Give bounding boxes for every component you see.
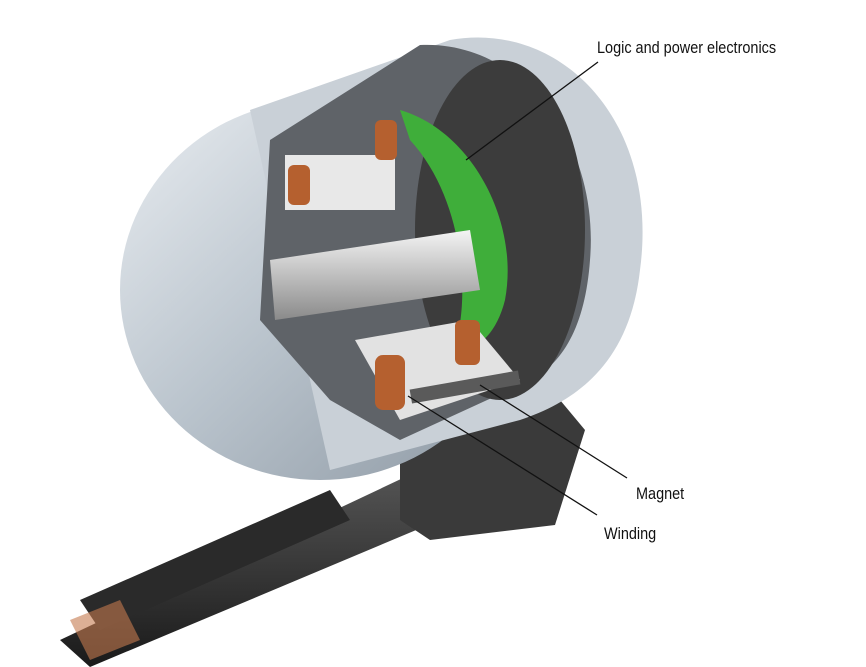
label-winding: Winding (604, 524, 657, 543)
winding-leader-line (407, 395, 598, 516)
shaft (270, 230, 480, 320)
label-logic-power-electronics: Logic and power electronics (597, 38, 777, 57)
pcb-electronics (400, 110, 508, 348)
magnet-leader-line (479, 384, 628, 479)
magnet (409, 370, 521, 404)
cable (60, 470, 440, 667)
logic-leader-line (465, 61, 599, 161)
label-magnet: Magnet (636, 484, 685, 503)
winding-coil (375, 355, 405, 410)
